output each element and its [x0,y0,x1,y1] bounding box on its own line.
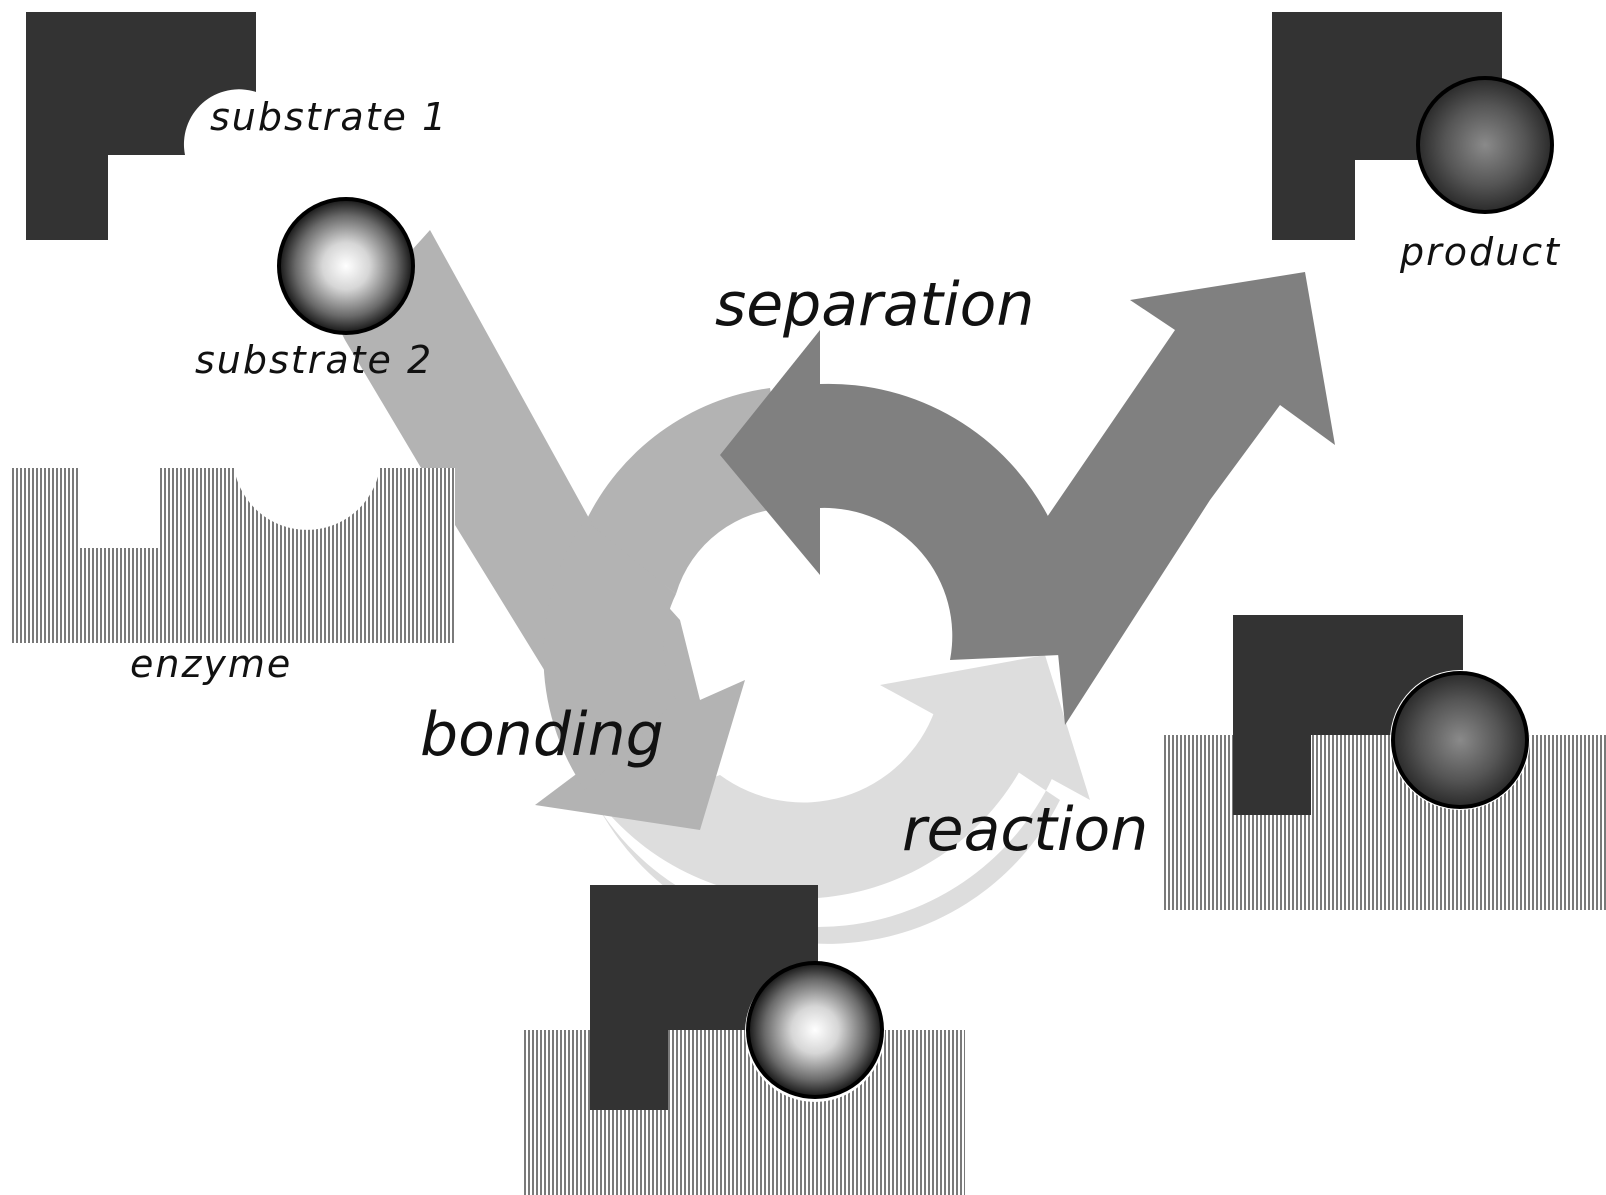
substrate-1-block [26,12,256,240]
separation-arc [820,383,1060,660]
separation-label: separation [715,270,1034,340]
substrate-2-label: substrate 2 [195,338,433,382]
reaction-label: reaction [902,795,1148,865]
product-block [1272,12,1554,240]
bonding-ring-left [543,520,676,790]
cycle-arrows [340,230,1335,944]
reaction-arrowhead [880,655,1090,800]
enzyme-block [12,468,455,643]
substrate-1-label: substrate 1 [210,95,448,139]
bonding-label: bonding [420,700,664,770]
separation-arrowhead [720,330,820,575]
enzyme-label: enzyme [130,642,292,686]
substrate-2-sphere [277,197,415,335]
product-arrow [1045,272,1335,725]
reaction-arc [610,710,1035,899]
enzyme-product-complex [1164,615,1606,910]
reaction-ring-segment [600,760,1060,944]
product-label: product [1399,230,1561,274]
enzyme-substrate-complex [522,885,965,1195]
